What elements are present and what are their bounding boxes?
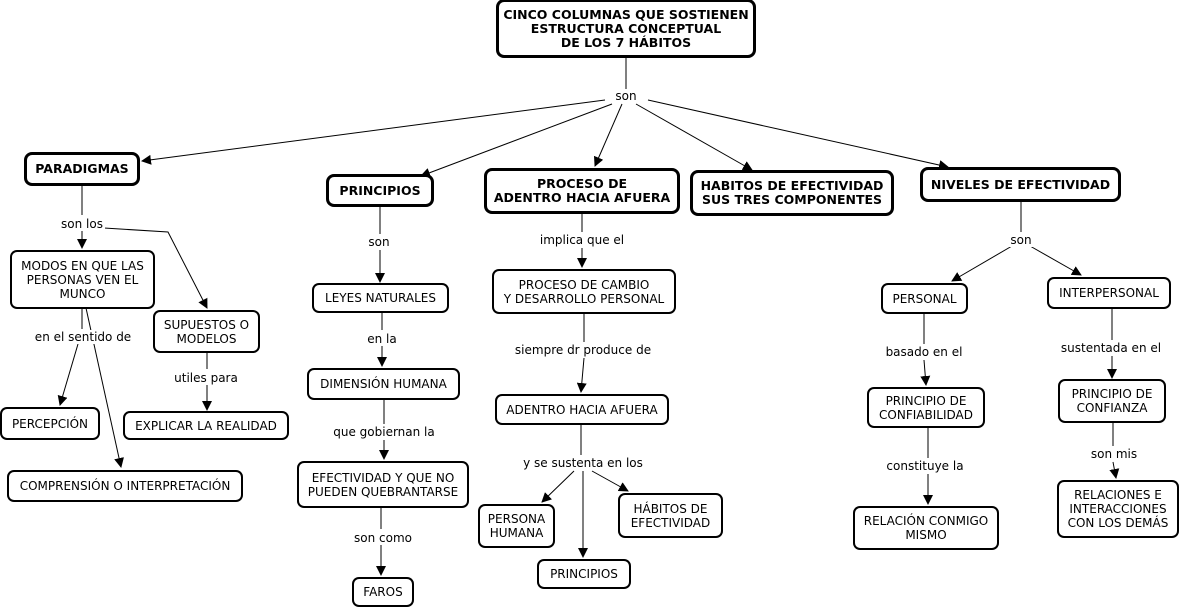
edge-siempre-adentro [576,357,587,393]
paradigmas-node: PARADIGMAS [26,154,138,184]
link-label-sustenta: y se sustenta en los [521,456,645,470]
explicar-node: EXPLICAR LA REALIDAD [124,412,288,439]
edge-sustenta-persona [541,470,575,503]
link-label-son-niveles: son [1008,233,1034,247]
edge-son-interpersonal [1029,245,1082,276]
dimension-node: DIMENSIÓN HUMANA [308,369,459,399]
edge-son-proceso [594,103,623,167]
link-label-en-el-sentido: en el sentido de [32,330,134,344]
habitos-node: HABITOS DE EFECTIVIDAD SUS TRES COMPONEN… [692,172,892,214]
confianza-node: PRINCIPIO DE CONFIANZA [1059,380,1165,422]
cambio-node: PROCESO DE CAMBIO Y DESARROLLO PERSONAL [493,270,675,313]
link-label-implica: implica que el [537,233,627,247]
link-label-son-principios: son [366,235,392,249]
link-label-utiles: utiles para [172,371,240,385]
edge-son-habitos [635,103,753,171]
edge-sentido-percepcion [57,343,79,406]
modos-node: MODOS EN QUE LAS PERSONAS VEN EL MUNCO [11,251,154,308]
relaciones-node: RELACIONES E INTERACCIONES CON LOS DEMÁS [1058,481,1178,537]
confiabilidad-node: PRINCIPIO DE CONFIABILIDAD [868,388,984,427]
adentro-node: ADENTRO HACIA AFUERA [496,395,668,424]
edge-son-paradigmas [141,99,606,165]
link-label-en-la: en la [365,332,399,346]
edge-sonlos-supuestos [103,227,208,309]
persona-humana-node: PERSONA HUMANA [479,505,554,547]
edge-sustenta-habitos2 [591,470,629,492]
percepcion-node: PERCEPCIÓN [1,408,99,439]
personal-node: PERSONAL [882,284,967,313]
supuestos-node: SUPUESTOS O MODELOS [154,311,259,352]
principios-node: PRINCIPIOS [328,176,432,205]
leyes-node: LEYES NATURALES [313,284,448,312]
habitos-efectividad-node: HÁBITOS DE EFECTIVIDAD [619,494,722,537]
proceso-node: PROCESO DE ADENTRO HACIA AFUERA [486,170,678,212]
comprension-node: COMPRENSIÓN O INTERPRETACIÓN [8,471,242,501]
principios-leaf-node: PRINCIPIOS [538,560,630,588]
efectividad-node: EFECTIVIDAD Y QUE NO PUEDEN QUEBRANTARSE [298,462,468,507]
link-label-gobiernan: que gobiernan la [331,425,437,439]
relacion-conmigo-node: RELACIÓN CONMIGO MISMO [854,507,998,549]
link-label-son-root: son [613,89,639,103]
edge-basado-confiabilidad [920,359,931,386]
link-label-siempre: siempre dr produce de [512,343,654,357]
link-label-son-como: son como [352,531,414,545]
link-label-basado: basado en el [883,345,965,359]
link-label-sustentada: sustentada en el [1058,341,1164,355]
link-label-constituye: constituye la [884,459,966,473]
root-concept-node: CINCO COLUMNAS QUE SOSTIENEN ESTRUCTURA … [498,1,754,56]
link-label-son-mis: son mis [1088,447,1140,461]
link-label-son-los: son los [59,217,105,231]
interpersonal-node: INTERPERSONAL [1048,278,1170,308]
edge-son-niveles [647,99,949,170]
edge-son-personal [951,245,1013,282]
edge-son-principios [420,103,613,178]
faros-node: FAROS [353,578,413,606]
niveles-node: NIVELES DE EFECTIVIDAD [922,169,1119,200]
edge-sonmis-relaciones [1109,461,1120,479]
